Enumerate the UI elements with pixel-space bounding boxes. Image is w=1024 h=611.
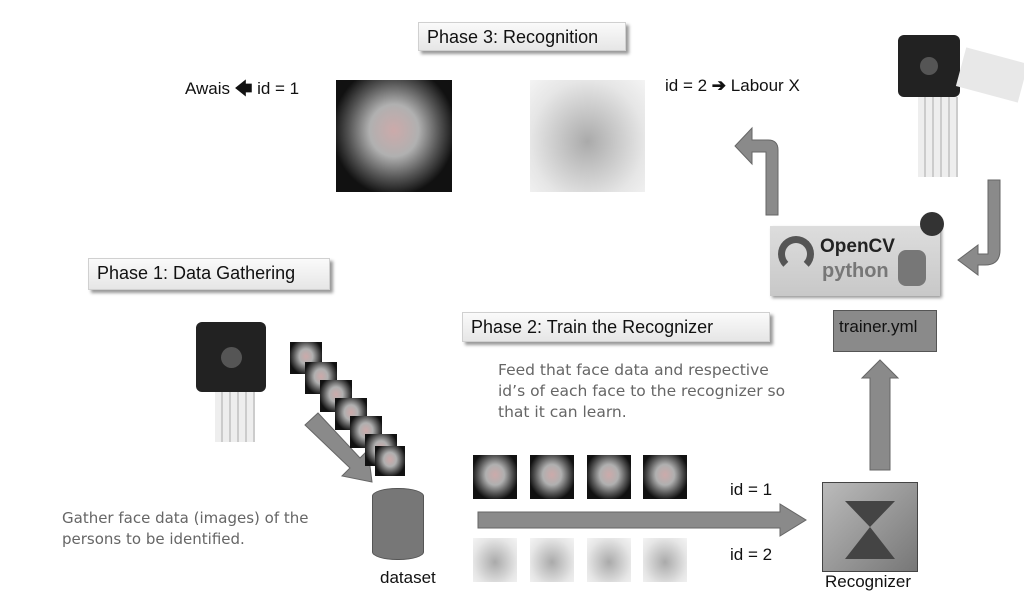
ribbon-cable <box>215 392 255 442</box>
opencv-python-box: OpenCV python <box>770 212 944 296</box>
arrow-to-dataset <box>304 412 373 483</box>
face-thumb-id1 <box>587 455 631 499</box>
person-name-labour: Labour X <box>730 76 800 95</box>
face-thumb-id2 <box>643 538 687 582</box>
face-thumb-id2 <box>587 538 631 582</box>
face-photo-awais <box>336 80 452 192</box>
face-thumb-id1 <box>473 455 517 499</box>
opencv-logo-icon <box>778 236 814 272</box>
push-pin-icon <box>920 212 944 236</box>
arrow-to-recognition <box>734 126 779 216</box>
id-1-label: id = 1 <box>257 79 300 98</box>
arrow-left-icon: 🡄 <box>234 79 253 98</box>
camera-module-icon <box>196 322 266 392</box>
phase1-description: Gather face data (images) of the persons… <box>62 509 309 548</box>
dataset-cylinder-icon <box>372 488 424 560</box>
face-thumb-id2 <box>530 538 574 582</box>
id-1-label: id = 1 <box>730 480 773 499</box>
face-thumb-id1 <box>643 455 687 499</box>
recognition-left-label: Awais 🡄 id = 1 <box>185 76 299 105</box>
phase2-label: Phase 2: Train the Recognizer <box>462 312 770 342</box>
face-thumb-id1 <box>530 455 574 499</box>
person-name-awais: Awais <box>185 79 231 98</box>
opencv-brand: OpenCV <box>820 236 895 257</box>
camera-module-icon <box>898 35 960 97</box>
hourglass-icon <box>845 501 895 559</box>
id-2-label: id = 2 <box>730 545 773 564</box>
arrow-to-trainer <box>860 359 900 471</box>
recognition-right-label: id = 2 ➔ Labour X <box>665 76 800 96</box>
phase1-label: Phase 1: Data Gathering <box>88 258 330 290</box>
trainer-file: trainer.yml <box>833 310 937 352</box>
face-thumb-id2 <box>473 538 517 582</box>
python-label: python <box>822 260 889 282</box>
arrow-right-icon: ➔ <box>711 76 727 95</box>
recognizer-label: Recognizer <box>825 572 911 591</box>
dataset-label: dataset <box>380 568 436 587</box>
face-stack-item <box>375 446 405 476</box>
python-logo-icon <box>898 250 926 286</box>
recognizer-cube-icon <box>822 482 918 572</box>
id-2-label: id = 2 <box>665 76 708 95</box>
phase2-description: Feed that face data and respective id’s … <box>498 361 786 421</box>
ribbon-cable <box>918 97 958 177</box>
phase3-label: Phase 3: Recognition <box>418 22 626 51</box>
face-photo-labour <box>530 80 645 192</box>
arrow-from-camera <box>957 179 1001 276</box>
arrow-to-recognizer <box>477 503 807 537</box>
